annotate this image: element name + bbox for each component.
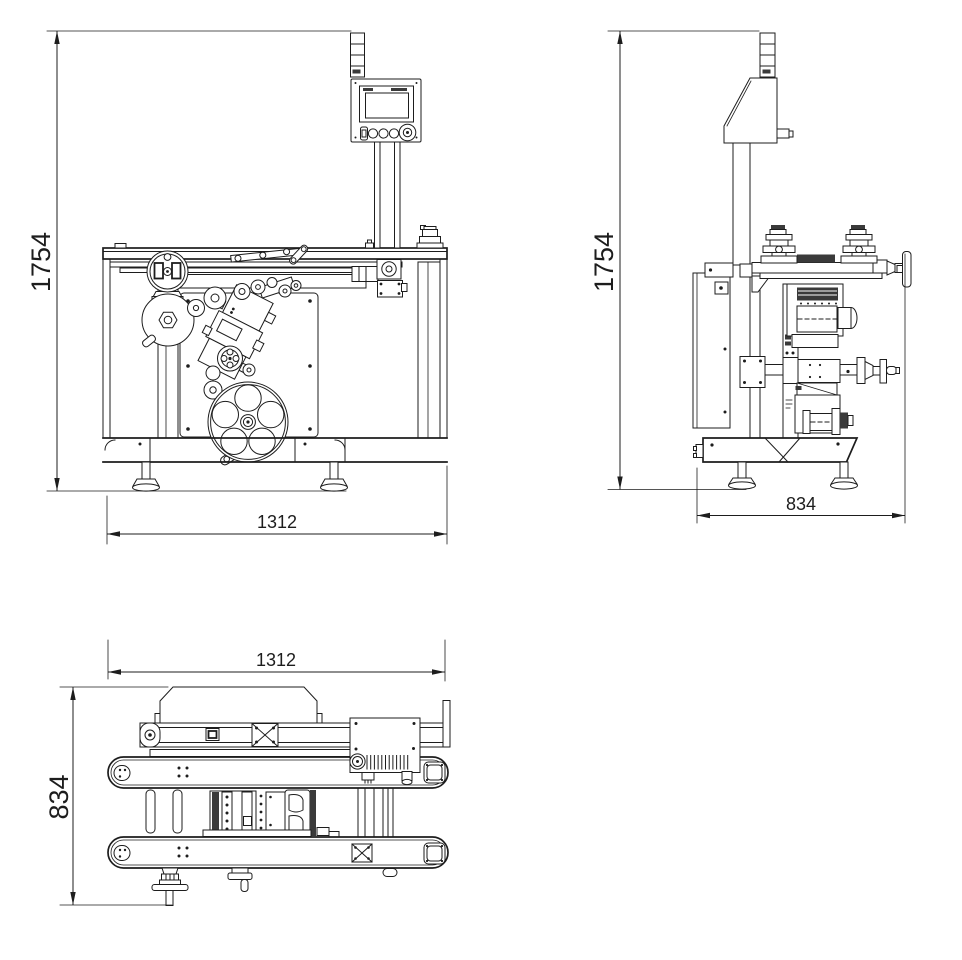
front-signal-tower [350, 32, 365, 78]
front-dimension-width: 1312 [106, 465, 448, 545]
arrowhead-down-icon [617, 476, 623, 490]
side-cabinet [692, 272, 731, 429]
panel-button-1 [367, 128, 379, 139]
side-roll-spindle-right [840, 225, 878, 264]
front-control-panel [350, 78, 422, 249]
motor-shaft-icon [381, 261, 397, 277]
top-dimension-depth: 834 [44, 686, 173, 906]
vent-slots-icon [366, 755, 409, 770]
arrowhead-up-icon [617, 31, 623, 44]
front-left-wall [102, 258, 111, 439]
side-support-column [704, 142, 761, 439]
side-handwheel-icon [902, 251, 912, 288]
side-base [693, 437, 859, 490]
front-base [102, 437, 448, 492]
arrowhead-left-icon [108, 669, 121, 675]
front-view: 1754 1312 [26, 30, 448, 545]
arrowhead-up-icon [70, 687, 76, 700]
front-label-reel [141, 293, 195, 348]
front-right-foot [329, 461, 339, 480]
panel-button-3 [388, 128, 400, 139]
side-adjustment-shaft [739, 356, 900, 388]
top-depth-value: 834 [44, 774, 74, 819]
front-right-wall [439, 258, 448, 439]
panel-post-right [394, 141, 401, 249]
guide-roller-icon [187, 299, 205, 317]
side-left-foot [737, 461, 747, 479]
side-rewinder-arm [739, 251, 912, 293]
front-dimension-height: 1754 [26, 30, 352, 492]
front-applicator-assembly [187, 244, 309, 381]
reel-hex-nut-icon [158, 311, 178, 329]
arrowhead-right-icon [432, 669, 445, 675]
arrowhead-left-icon [107, 531, 120, 537]
side-table-edge [704, 262, 734, 278]
front-drive-motor [351, 259, 408, 298]
front-table-device [416, 225, 444, 249]
side-dimension-height: 1754 [589, 30, 760, 490]
side-console [723, 77, 794, 144]
side-width-value: 834 [786, 494, 816, 514]
t-knob-icon [886, 366, 897, 375]
top-dimension-width: 1312 [107, 639, 446, 682]
side-signal-tower [759, 32, 776, 78]
t-handle-icon [151, 884, 189, 891]
peel-bar [230, 247, 302, 263]
hmi-screen [365, 92, 409, 119]
side-height-value: 1754 [589, 232, 619, 292]
side-roller-assembly [786, 283, 858, 348]
arrowhead-right-icon [434, 531, 447, 537]
arrowhead-right-icon [892, 512, 905, 519]
front-width-value: 1312 [257, 512, 297, 532]
front-star-wheel [203, 380, 289, 466]
top-view: 1312 834 [44, 639, 451, 906]
arrowhead-left-icon [697, 512, 710, 519]
panel-button-2 [378, 128, 389, 139]
front-left-foot [141, 461, 151, 480]
side-roll-spindle-left [760, 225, 798, 264]
top-conveyor-rail-lower [107, 836, 449, 869]
panel-post-left [374, 141, 381, 249]
top-width-value: 1312 [256, 650, 296, 670]
front-height-value: 1754 [26, 232, 56, 292]
arrowhead-down-icon [70, 892, 76, 905]
side-right-foot [839, 461, 849, 479]
top-adjustment-knobs [151, 867, 398, 906]
top-electronics-box [349, 717, 421, 786]
side-view: 1754 834 [589, 30, 912, 524]
arrowhead-up-icon [54, 31, 60, 44]
side-dimension-width: 834 [696, 253, 906, 524]
side-lower-roller [794, 382, 854, 435]
tension-lever [289, 244, 309, 265]
top-applicator-cover [154, 686, 323, 724]
console-connector [776, 128, 790, 139]
connector [361, 772, 375, 781]
arrowhead-down-icon [54, 478, 60, 491]
top-center-mechanism [145, 787, 394, 838]
front-right-leg [417, 261, 441, 439]
